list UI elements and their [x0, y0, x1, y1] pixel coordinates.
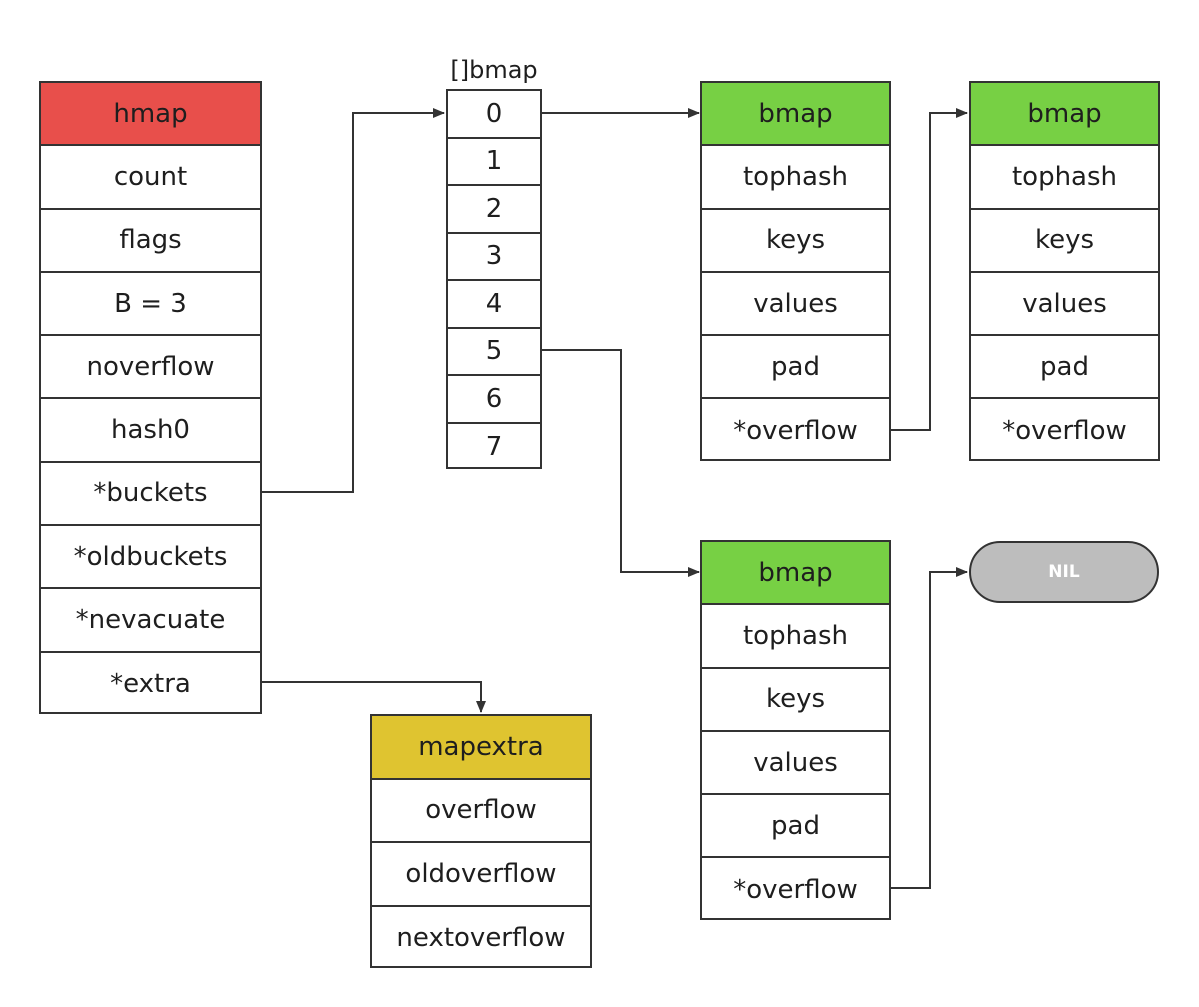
hmap-field-count: count: [41, 146, 260, 210]
mapextra-field-overflow: overflow: [372, 780, 590, 843]
bmap-array-index-7: 7: [485, 432, 503, 463]
mapextra-header: mapextra: [372, 716, 590, 780]
hmap-struct: hmap count flags B = 3 noverflow hash0 *…: [39, 81, 262, 714]
bmap-field-pad: pad: [702, 336, 889, 400]
bmap-array-index-3: 3: [448, 234, 540, 281]
bmap-array-index-1: 1: [448, 139, 540, 186]
bmap-array-index-2: 2: [448, 186, 540, 234]
bmap-field-tophash: tophash: [702, 605, 889, 669]
bmap-array-index-0: 0: [448, 91, 540, 139]
bmap-array-index-5: 5: [448, 329, 540, 376]
bmap-array: 0 1 2 3 4 5 6 7: [446, 89, 542, 469]
arrow-overflow-to-bmap: [890, 108, 968, 431]
bmap-field-pad: pad: [702, 795, 889, 859]
bmap-field-values: values: [971, 273, 1158, 337]
mapextra-field-nextoverflow: nextoverflow: [396, 923, 566, 954]
bmap-array-index-6: 6: [448, 376, 540, 424]
bmap-struct-top-left: bmap tophash keys values pad *overflow: [700, 81, 891, 461]
hmap-field-flags: flags: [41, 210, 260, 273]
hmap-field-b: B = 3: [41, 273, 260, 337]
bmap-field-overflow: *overflow: [733, 875, 858, 906]
arrow-buckets-to-array: [262, 108, 445, 493]
hmap-field-hash0: hash0: [41, 399, 260, 463]
bmap-field-overflow: *overflow: [733, 416, 858, 447]
mapextra-field-oldoverflow: oldoverflow: [372, 843, 590, 907]
bmap-field-pad: pad: [971, 336, 1158, 400]
bmap-field-keys: keys: [971, 210, 1158, 273]
bmap-field-keys: keys: [702, 669, 889, 732]
hmap-field-nevacuate: *nevacuate: [41, 589, 260, 653]
bmap-field-keys: keys: [702, 210, 889, 273]
bmap-field-tophash: tophash: [971, 146, 1158, 210]
bmap-header: bmap: [971, 83, 1158, 147]
bmap-field-values: values: [702, 273, 889, 337]
bmap-header: bmap: [702, 542, 889, 606]
hmap-field-noverflow: noverflow: [41, 336, 260, 400]
bmap-field-values: values: [702, 732, 889, 796]
bmap-array-index-4: 4: [448, 281, 540, 329]
bmap-field-tophash: tophash: [702, 146, 889, 210]
hmap-field-extra: *extra: [110, 669, 191, 700]
arrow-overflow-to-nil: [890, 567, 968, 889]
mapextra-struct: mapextra overflow oldoverflow nextoverfl…: [370, 714, 592, 968]
hmap-header: hmap: [41, 83, 260, 147]
hmap-field-oldbuckets: *oldbuckets: [41, 526, 260, 590]
nil-node: NIL: [969, 541, 1159, 603]
hmap-field-buckets: *buckets: [41, 463, 260, 527]
bmap-struct-top-right: bmap tophash keys values pad *overflow: [969, 81, 1160, 461]
bmap-struct-bottom: bmap tophash keys values pad *overflow: [700, 540, 891, 920]
bmap-array-label: []bmap: [450, 56, 538, 84]
bmap-field-overflow: *overflow: [1002, 416, 1127, 447]
bmap-header: bmap: [702, 83, 889, 147]
arrow-extra-to-mapextra: [262, 681, 486, 713]
arrow-index5-to-bmap: [541, 349, 700, 577]
